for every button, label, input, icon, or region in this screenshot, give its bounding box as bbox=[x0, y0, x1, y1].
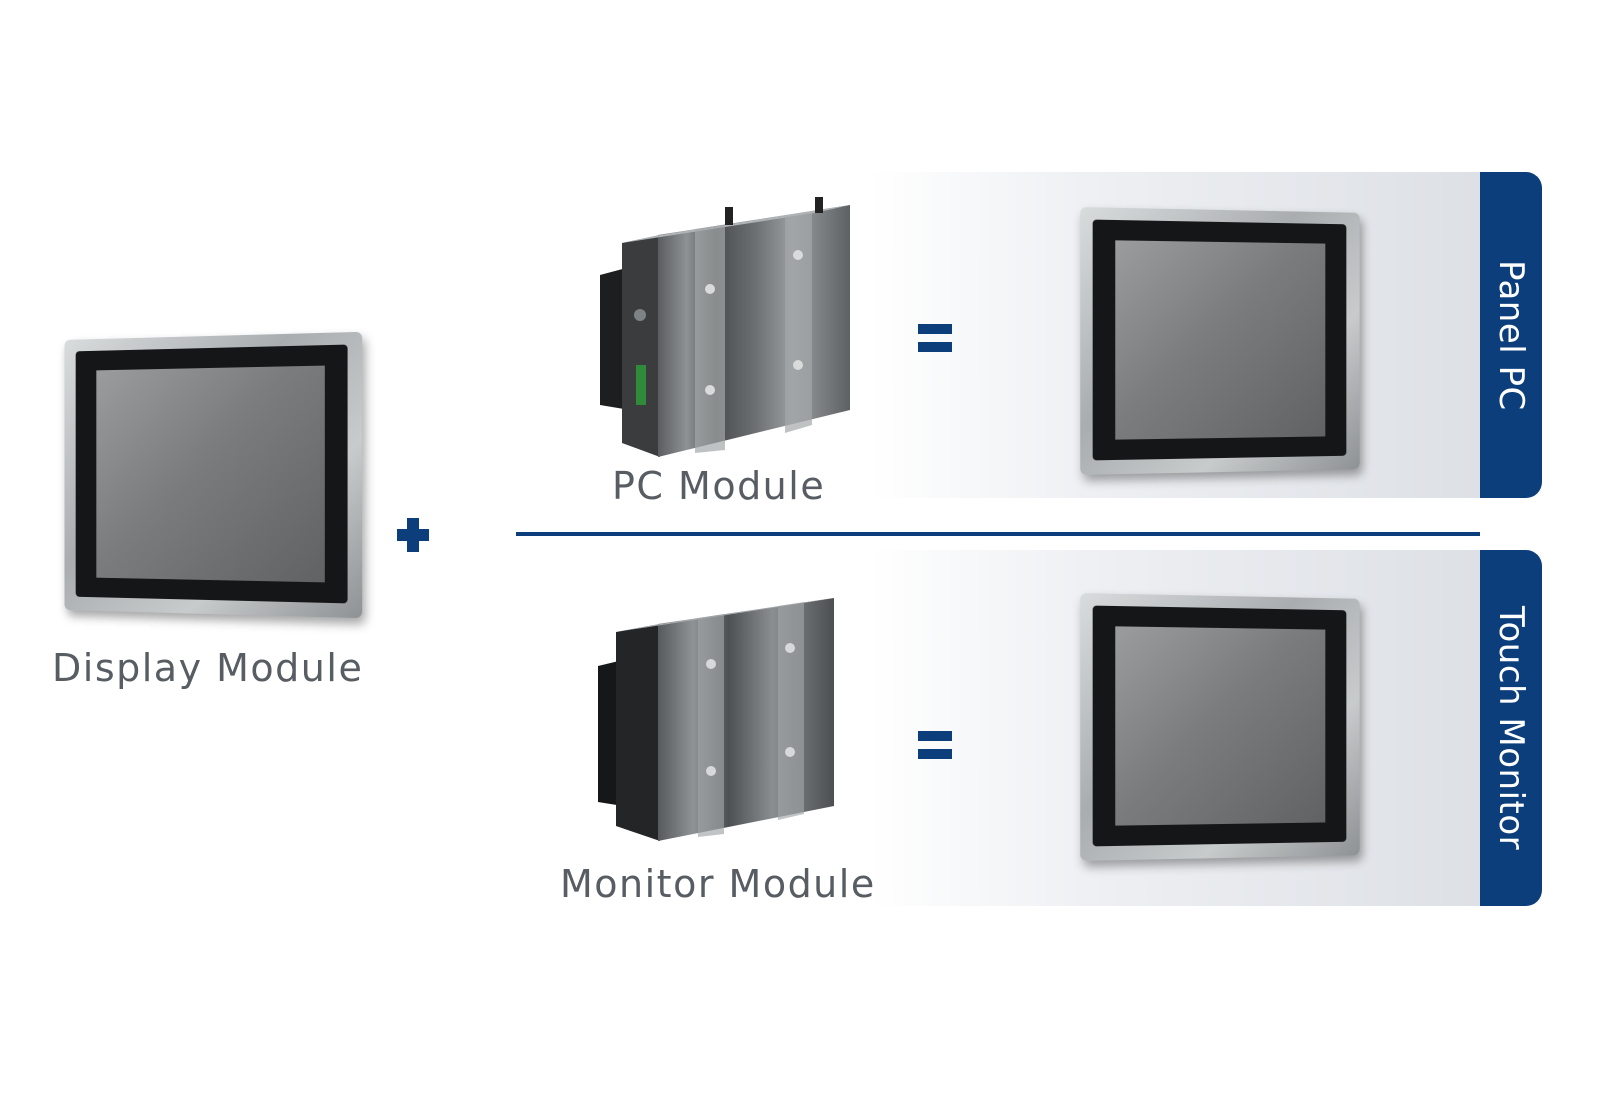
pc-module-label: PC Module bbox=[612, 464, 826, 508]
touch-monitor-tab: Touch Monitor bbox=[1480, 550, 1542, 906]
touch-monitor-image bbox=[1080, 593, 1360, 861]
divider-line bbox=[516, 532, 1480, 536]
display-module-label: Display Module bbox=[52, 646, 364, 690]
monitor-module-label: Monitor Module bbox=[560, 862, 876, 906]
panel-pc-tab: Panel PC bbox=[1480, 172, 1542, 498]
monitor-module-image bbox=[598, 598, 834, 841]
pc-module-image bbox=[600, 197, 850, 457]
panel-pc-tab-label: Panel PC bbox=[1491, 259, 1531, 411]
display-module-image bbox=[64, 331, 363, 619]
touch-monitor-tab-label: Touch Monitor bbox=[1491, 605, 1531, 851]
panel-pc-image bbox=[1080, 207, 1360, 475]
